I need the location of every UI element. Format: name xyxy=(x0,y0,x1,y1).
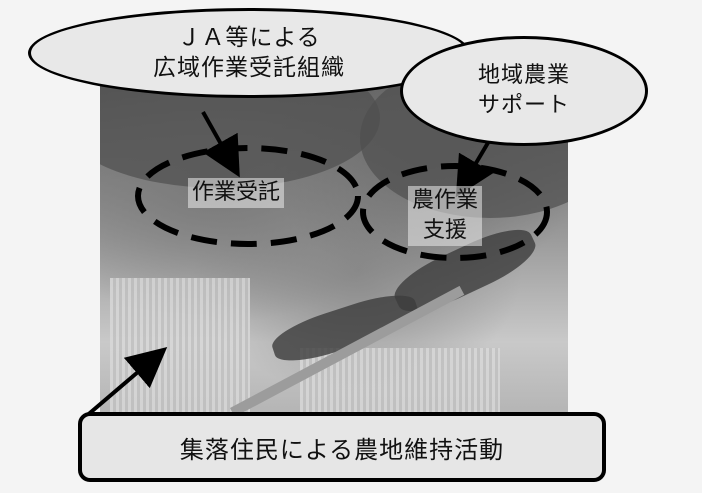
support-bubble-line1: 地域農業 xyxy=(477,63,570,88)
dashed-ellipse-contract xyxy=(135,145,361,247)
farm-support-label: 農作業 支援 xyxy=(408,186,483,246)
arrow-residents-to-field xyxy=(82,347,168,420)
residents-activity-label: 集落住民による農地維持活動 xyxy=(179,435,505,464)
support-bubble-line2: サポート xyxy=(477,93,570,118)
ja-bubble-line1: ＪＡ等による xyxy=(177,25,321,51)
arrow-ja-to-contract xyxy=(201,111,240,178)
ja-bubble-line2: 広域作業受託組織 xyxy=(153,55,345,81)
contract-label: 作業受託 xyxy=(188,178,285,208)
regional-support-bubble: 地域農業 サポート xyxy=(400,36,648,146)
farm-support-line1: 農作業 xyxy=(412,188,479,213)
dashed-ellipse-farm-support xyxy=(360,163,550,261)
farm-support-line2: 支援 xyxy=(423,218,468,243)
ja-organization-bubble: ＪＡ等による 広域作業受託組織 xyxy=(28,8,470,98)
residents-activity-box: 集落住民による農地維持活動 xyxy=(78,412,606,482)
